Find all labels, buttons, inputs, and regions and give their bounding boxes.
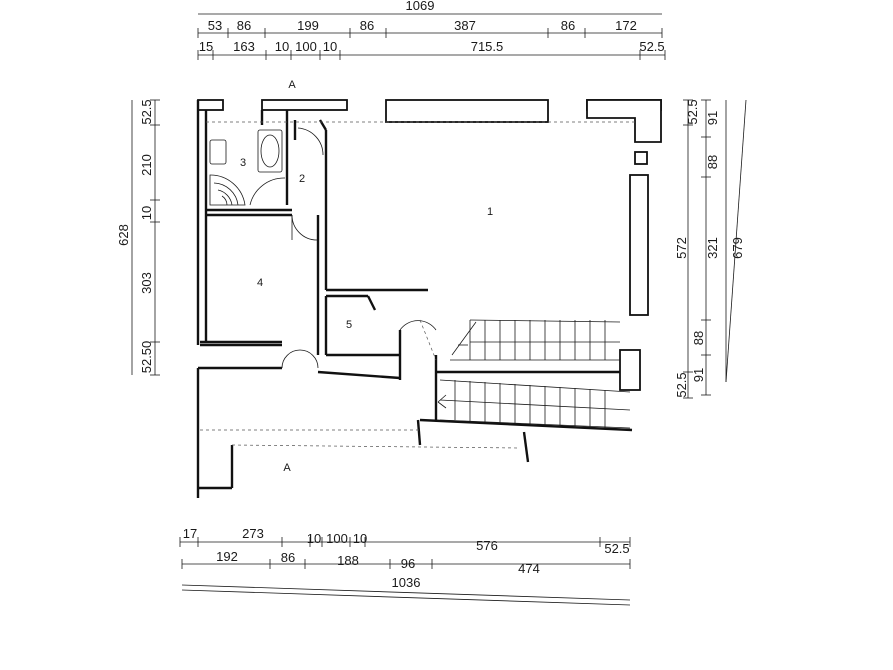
- left-dimensions: 628 52.5 210 10 303 52.50: [116, 99, 160, 376]
- dim-left-1: 210: [139, 154, 154, 176]
- dim-top-r2-3: 100: [295, 39, 317, 54]
- dim-bottom-r2-0: 192: [216, 549, 238, 564]
- dim-bottom-r2-1: 86: [281, 550, 295, 565]
- stairs: [437, 319, 631, 429]
- dim-bottom-r2-4: 474: [518, 561, 540, 576]
- room-1-label: 1: [487, 206, 493, 218]
- dim-top-r2-5: 715.5: [471, 39, 504, 54]
- dim-right-c3-0: 679: [730, 237, 745, 259]
- dim-left-0: 52.5: [139, 99, 154, 124]
- hidden-lines: [200, 121, 635, 449]
- dim-bottom-r1-1: 273: [242, 526, 264, 541]
- dim-bottom-r1-0: 17: [183, 526, 197, 541]
- dim-top-r2-4: 10: [323, 39, 337, 54]
- room-2-label: 2: [299, 173, 305, 185]
- dim-top-r1-3: 86: [360, 18, 374, 33]
- walls: [196, 99, 662, 498]
- dim-bottom-r1-6: 52.5: [604, 541, 629, 556]
- bathroom-fixtures: [209, 129, 283, 206]
- dim-bottom-r1-3: 100: [326, 531, 348, 546]
- dim-top-r1-5: 86: [561, 18, 575, 33]
- dim-bottom-r1-5: 576: [476, 538, 498, 553]
- doors: [249, 127, 437, 369]
- dim-right-c2-0: 91: [705, 111, 720, 125]
- dim-bottom-r1-2: 10: [307, 531, 321, 546]
- dim-bottom-r2-3: 96: [401, 556, 415, 571]
- dim-top-r2-0: 15: [199, 39, 213, 54]
- room-labels: 1 2 3 4 5: [240, 157, 493, 331]
- bottom-dimensions: 17 273 10 100 10 576 52.5 192 86 188 96 …: [179, 526, 631, 606]
- dim-top-r1-0: 53: [208, 18, 222, 33]
- dim-top-r2-2: 10: [275, 39, 289, 54]
- dim-left-4: 52.50: [139, 341, 154, 374]
- dim-bottom-r1-4: 10: [353, 531, 367, 546]
- section-label-bottom: A: [283, 462, 291, 474]
- dim-top-r2-6: 52.5: [639, 39, 664, 54]
- section-labels: A A: [283, 79, 296, 474]
- right-dimensions: 52.5 572 52.5 91 88 321 88 91 679: [674, 99, 747, 399]
- dim-left-2: 10: [139, 206, 154, 220]
- dim-top-r1-4: 387: [454, 18, 476, 33]
- dim-left-total: 628: [116, 224, 131, 246]
- room-4-label: 4: [257, 277, 263, 289]
- dim-left-3: 303: [139, 272, 154, 294]
- dim-right-c2-3: 88: [691, 331, 706, 345]
- dim-right-c1-1: 572: [674, 237, 689, 259]
- section-label-top: A: [288, 79, 296, 91]
- dim-bottom-r2-2: 188: [337, 553, 359, 568]
- dim-top-r1-1: 86: [237, 18, 251, 33]
- room-3-label: 3: [240, 157, 246, 169]
- room-5-label: 5: [346, 319, 352, 331]
- dim-top-total: 1069: [406, 0, 435, 13]
- dim-right-c1-0: 52.5: [685, 99, 700, 124]
- dim-right-c2-4: 91: [691, 368, 706, 382]
- dim-top-r2-1: 163: [233, 39, 255, 54]
- dim-right-c1-2: 52.5: [674, 372, 689, 397]
- dim-top-r1-2: 199: [297, 18, 319, 33]
- dim-bottom-total: 1036: [392, 575, 421, 590]
- dim-right-c2-2: 321: [705, 237, 720, 259]
- dim-right-c2-1: 88: [705, 155, 720, 169]
- dim-top-r1-6: 172: [615, 18, 637, 33]
- top-dimensions: 1069 53 86 199 86 387 86 172 15 163 10 1…: [197, 0, 666, 60]
